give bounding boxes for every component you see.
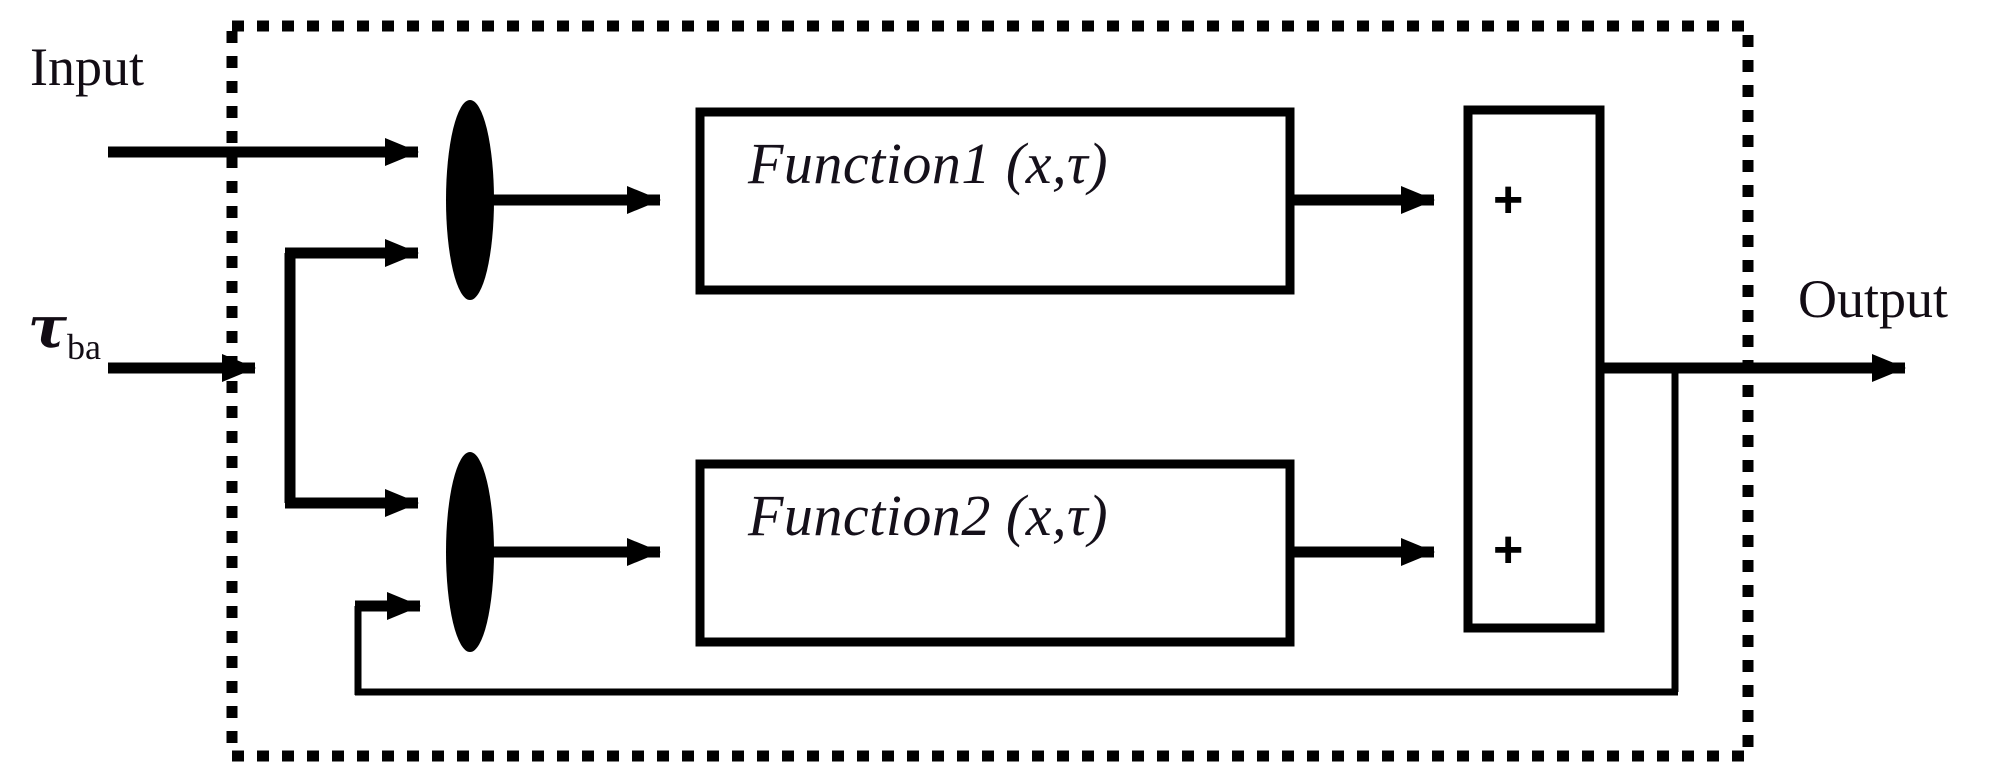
plus-operator-top: + (1493, 171, 1524, 229)
function2-label: Function2 (x,τ) (748, 483, 1109, 548)
tau-symbol: τ (28, 293, 68, 361)
tau-subscript: ba (67, 327, 102, 368)
summing-block[interactable] (1463, 105, 1605, 633)
output-label: Output (1798, 269, 1949, 329)
system-boundary (226, 20, 1754, 762)
input-label: Input (30, 37, 144, 97)
plus-operator-bottom: + (1493, 521, 1524, 579)
function2-block[interactable] (695, 459, 1295, 647)
function1-block[interactable] (695, 107, 1295, 295)
function1-label: Function1 (x,τ) (748, 131, 1109, 196)
tau-ba-label: τba (28, 298, 101, 365)
